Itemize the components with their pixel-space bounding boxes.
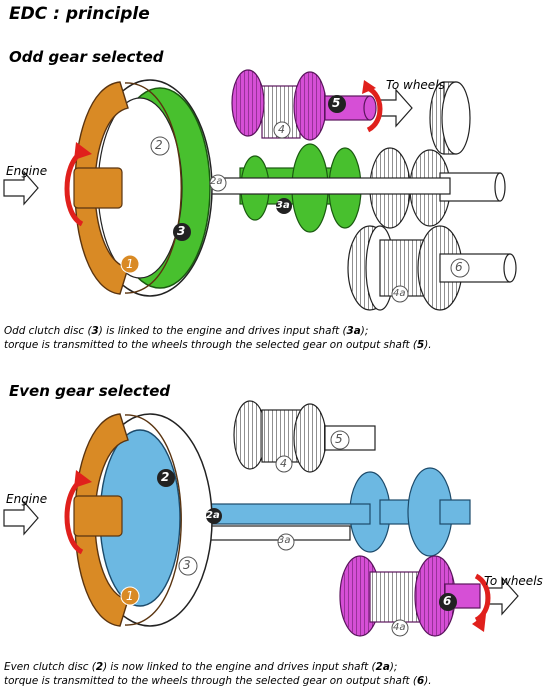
- rotation-arrow-shaft-5: [366, 85, 383, 133]
- even-gear-diagram: [3, 400, 519, 637]
- callout-1: 1: [126, 257, 134, 271]
- engine-hub-even: [73, 495, 123, 537]
- to-wheels-arrow: [377, 88, 413, 128]
- callout-2a: 2a: [210, 176, 223, 187]
- callout-2: 2: [155, 138, 163, 152]
- callout-3a: 3a: [276, 200, 290, 211]
- callout-3: 3: [177, 224, 186, 238]
- callout-5: 5: [332, 96, 341, 110]
- white-gear-cluster-lower: [347, 225, 517, 311]
- callout-4a: 4a: [393, 288, 406, 299]
- callout-even-2: 2: [161, 470, 170, 484]
- callout-even-1: 1: [126, 589, 134, 603]
- even-engine-label: Engine: [6, 492, 48, 506]
- white-gear-cluster-upper-even: [233, 400, 376, 473]
- callout-labels-odd: [120, 95, 470, 303]
- output-shaft-5: [231, 69, 377, 141]
- callout-even-2a: 2a: [206, 510, 220, 521]
- even-gear-heading: Even gear selected: [9, 382, 171, 400]
- clutch-assembly-odd: [74, 79, 213, 297]
- odd-gear-diagram: [3, 69, 517, 311]
- callout-6: 6: [455, 260, 463, 274]
- odd-input-shaft-3a-idle: [199, 525, 351, 541]
- callout-labels-even: [120, 430, 457, 637]
- engine-input-arrow: [3, 170, 39, 206]
- callout-4: 4: [278, 123, 285, 136]
- odd-caption: Odd clutch disc (3) is linked to the eng…: [4, 325, 432, 351]
- even-caption: Even clutch disc (2) is now linked to th…: [4, 661, 432, 687]
- odd-gear-heading: Odd gear selected: [9, 48, 164, 66]
- diagram-title: EDC : principle: [9, 4, 150, 24]
- output-shaft-6: [339, 555, 481, 637]
- callout-even-4: 4: [280, 457, 287, 470]
- callout-even-6: 6: [443, 594, 452, 608]
- callout-even-3: 3: [183, 558, 191, 572]
- odd-to-wheels-label: To wheels: [386, 78, 445, 92]
- callout-even-5: 5: [335, 432, 343, 446]
- rotation-arrow-shaft-6: [474, 573, 491, 623]
- engine-input-arrow-even: [3, 500, 39, 536]
- odd-engine-label: Engine: [6, 164, 48, 178]
- engine-hub: [73, 167, 123, 209]
- callout-even-3a: 3a: [278, 535, 291, 546]
- callout-even-4a: 4a: [393, 622, 406, 633]
- even-to-wheels-label: To wheels: [484, 574, 543, 588]
